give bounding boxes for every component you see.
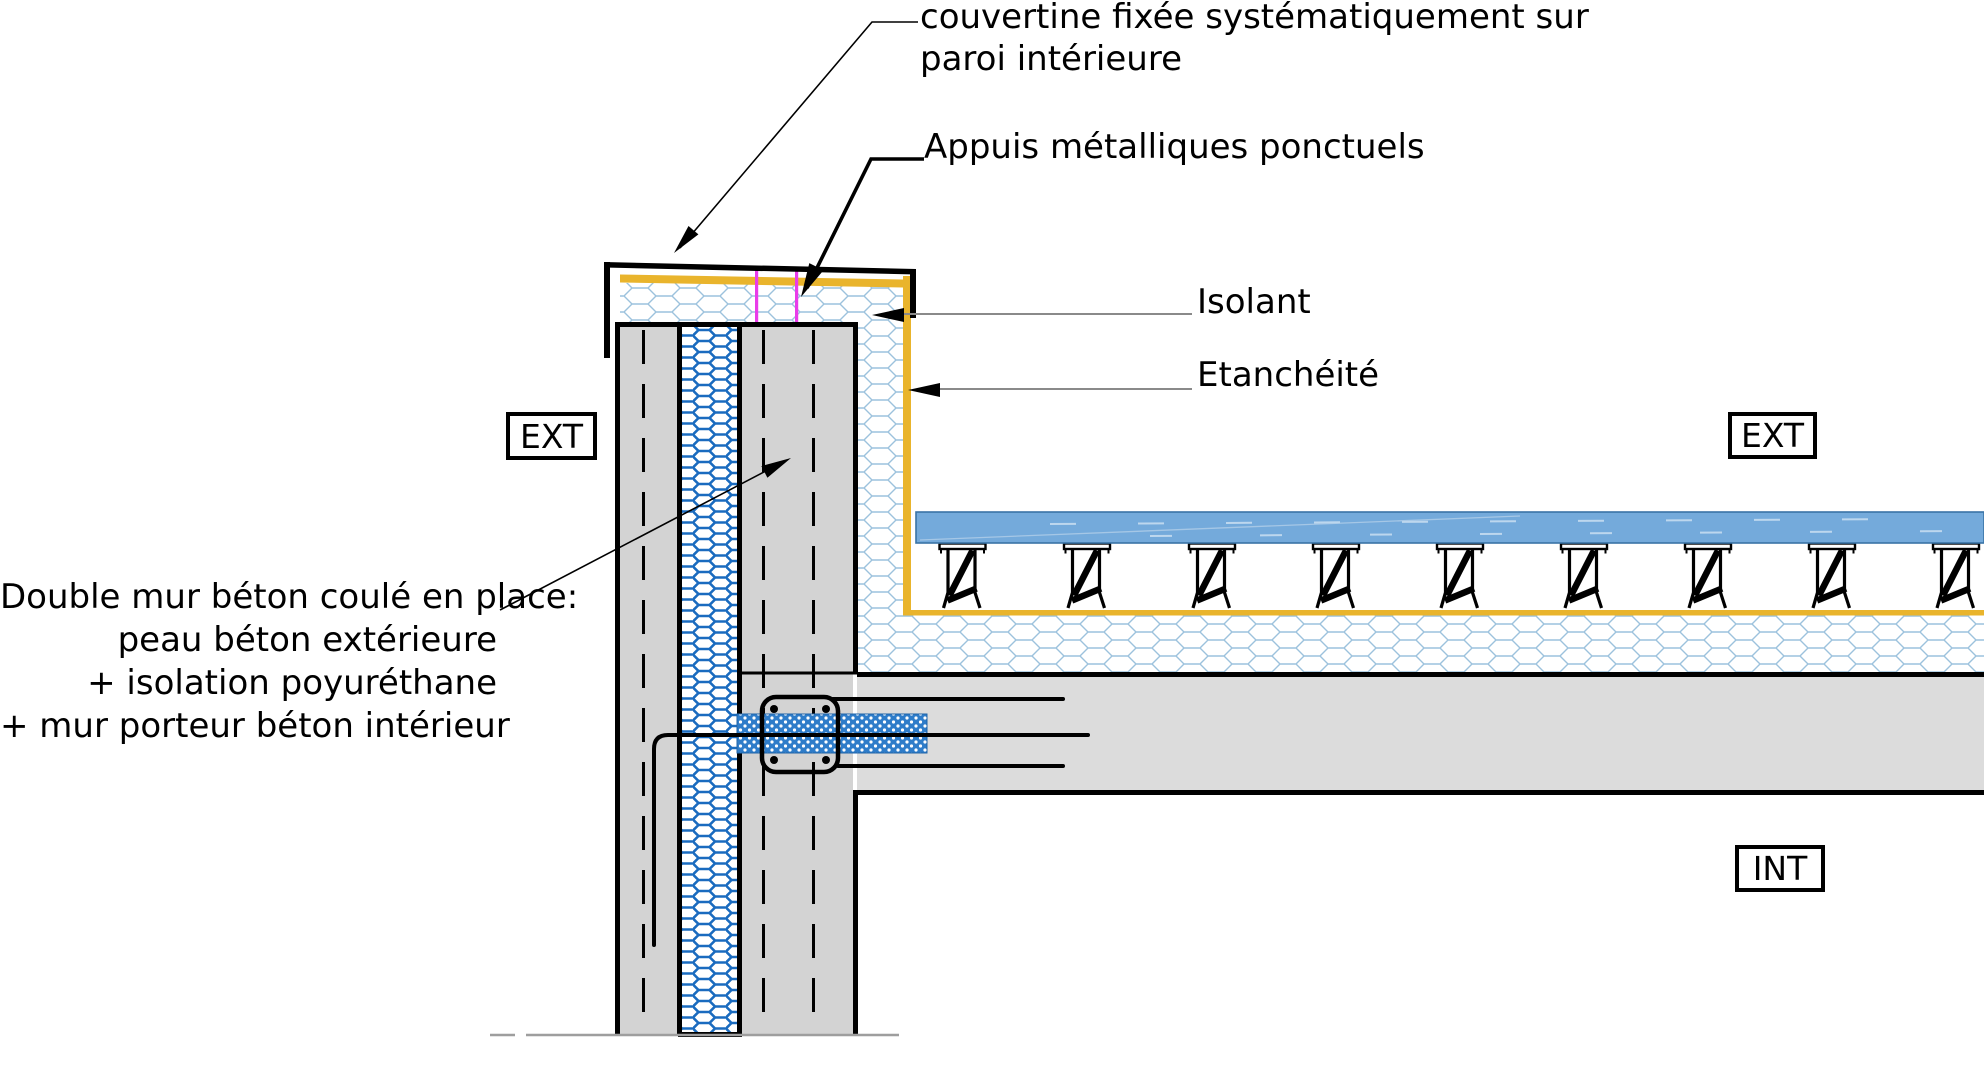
leader-waterproofing-note xyxy=(908,383,1192,397)
label-coping-note-line2: paroi intérieure xyxy=(920,39,1182,79)
support-pedestal xyxy=(1313,544,1359,609)
support-pedestals xyxy=(940,544,1980,609)
label-wall-composition-line4: + mur porteur béton intérieur xyxy=(0,706,510,746)
label-coping-note: couvertine fixée systématiquement sur pa… xyxy=(920,0,1589,80)
rebar-stirrup xyxy=(759,694,841,775)
support-pedestal xyxy=(1189,544,1235,609)
inner-concrete-wall xyxy=(742,327,853,1035)
support-pedestal xyxy=(1933,544,1979,609)
support-pedestal xyxy=(1437,544,1483,609)
zone-label-ext-left: EXT xyxy=(506,412,597,460)
wall-core-insulation xyxy=(682,327,737,1032)
zone-label-int: INT xyxy=(1735,845,1825,892)
label-wall-composition: Double mur béton coulé en place: peau bé… xyxy=(0,576,579,748)
roof-deck xyxy=(915,511,1984,544)
leader-coping-note xyxy=(674,21,918,253)
wall-axis-dashed-lines xyxy=(642,330,815,1031)
support-pedestal xyxy=(1064,544,1110,609)
parapet-coping xyxy=(604,262,916,358)
leader-wall-note xyxy=(499,458,791,611)
support-pedestal xyxy=(940,544,986,609)
coping-fixing-pins xyxy=(755,268,799,322)
label-waterproofing: Etanchéité xyxy=(1197,355,1380,395)
label-coping-note-line1: couvertine fixée systématiquement sur xyxy=(920,0,1589,37)
label-wall-composition-line2: peau béton extérieure xyxy=(117,620,497,660)
support-pedestal xyxy=(1561,544,1607,609)
roof-insulation xyxy=(857,322,1984,672)
zone-label-ext-right: EXT xyxy=(1728,412,1817,459)
support-pedestal xyxy=(1685,544,1731,609)
label-wall-composition-line3: + isolation poyuréthane xyxy=(87,663,497,703)
leader-insulation-note xyxy=(872,308,1192,322)
slab-rebar xyxy=(652,697,1090,947)
waterproofing-membrane xyxy=(620,274,1984,616)
leader-supports-note xyxy=(801,157,924,297)
support-pedestal xyxy=(1809,544,1855,609)
label-insulation: Isolant xyxy=(1197,282,1311,322)
label-wall-composition-line1: Double mur béton coulé en place: xyxy=(0,577,579,617)
label-supports-note: Appuis métalliques ponctuels xyxy=(924,127,1425,167)
outer-concrete-skin xyxy=(620,327,677,1035)
parapet-top-insulation xyxy=(620,283,903,322)
